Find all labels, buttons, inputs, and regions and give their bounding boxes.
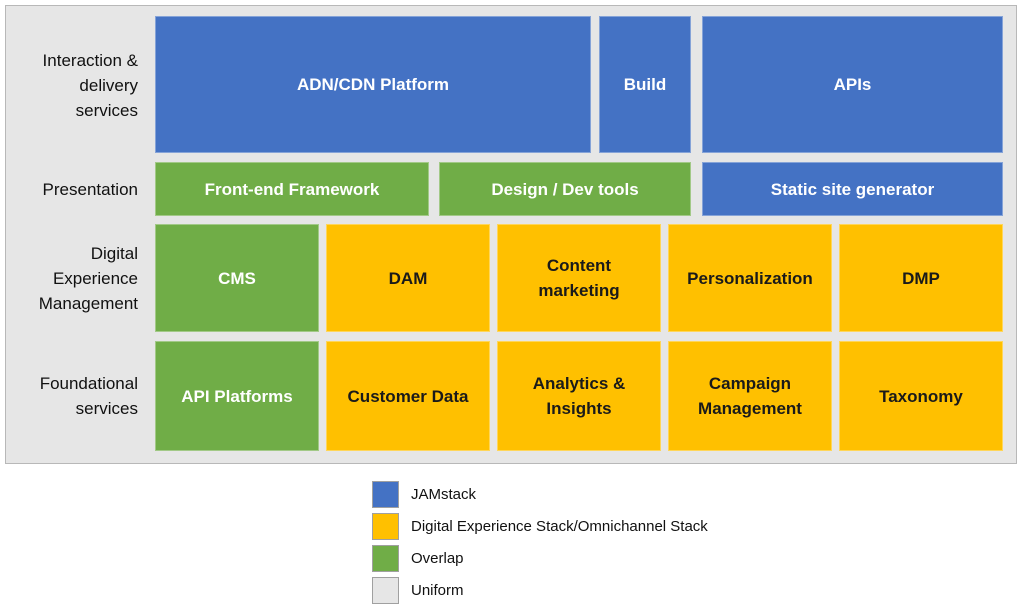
box-label-line: Analytics & [532,374,626,393]
box-label: DAM [388,268,428,288]
box-label: Build [623,75,667,94]
box-dam: DAM [326,224,490,332]
row-label-interaction: Interaction & delivery services [8,45,138,125]
box-label-line: Campaign [708,374,792,393]
box-label: Design / Dev tools [491,179,639,199]
legend-label: Digital Experience Stack/Omnichannel Sta… [411,517,708,535]
row-label-line: Foundational [39,374,138,393]
box-apis: APIs [702,16,1003,153]
row-label-line: Presentation [42,179,138,199]
legend-swatch [372,512,399,540]
box-label: Taxonomy [879,386,963,406]
box-personalization: Personalization [668,224,832,332]
legend-label: Uniform [411,581,464,599]
box-api-platforms: API Platforms [155,341,319,451]
box-campaign-management: Campaign Management [668,341,832,451]
box-label: Static site generator [770,179,935,199]
row-label-line: Interaction & [42,50,138,70]
box-label: CMS [218,268,256,288]
box-label: DMP [902,268,940,288]
legend-label: JAMstack [411,485,477,503]
box-build: Build [599,16,691,153]
box-analytics-insights: Analytics & Insights [497,341,661,451]
box-label-line: Management [698,399,802,418]
legend-item-jamstack: JAMstack [372,480,772,508]
box-label: Personalization [687,268,813,288]
box-label-line: marketing [538,281,620,300]
box-label: Front-end Framework [204,179,380,199]
row-label-line: Digital [90,243,138,263]
row-label-line: services [75,399,138,418]
row-label-line: Management [38,293,138,313]
box-dmp: DMP [839,224,1003,332]
legend-item-dxp: Digital Experience Stack/Omnichannel Sta… [372,512,772,540]
row-label-dem: Digital Experience Management [8,224,138,332]
box-label: API Platforms [181,386,293,406]
row-label-line: Experience [52,268,138,288]
legend-label: Overlap [411,549,464,567]
legend-swatch [372,480,399,508]
box-content-marketing: Content marketing [497,224,661,332]
legend-item-overlap: Overlap [372,544,772,572]
box-label: Customer Data [347,386,469,406]
box-front-end-framework: Front-end Framework [155,162,429,216]
box-customer-data: Customer Data [326,341,490,451]
box-design-dev-tools: Design / Dev tools [439,162,691,216]
box-label: APIs [833,75,872,94]
box-label: ADN/CDN Platform [296,75,450,94]
row-label-presentation: Presentation [8,163,138,215]
legend-item-uniform: Uniform [372,576,772,604]
legend-swatch [372,576,399,604]
row-label-foundational: Foundational services [8,341,138,451]
box-cms: CMS [155,224,319,332]
box-label-line: Insights [546,399,612,418]
legend-swatch [372,544,399,572]
row-label-line: services [75,100,138,120]
row-label-line: delivery [79,75,138,95]
box-taxonomy: Taxonomy [839,341,1003,451]
box-adn-cdn-platform: ADN/CDN Platform [155,16,591,153]
box-label-line: Content [546,256,612,275]
box-static-site-generator: Static site generator [702,162,1003,216]
